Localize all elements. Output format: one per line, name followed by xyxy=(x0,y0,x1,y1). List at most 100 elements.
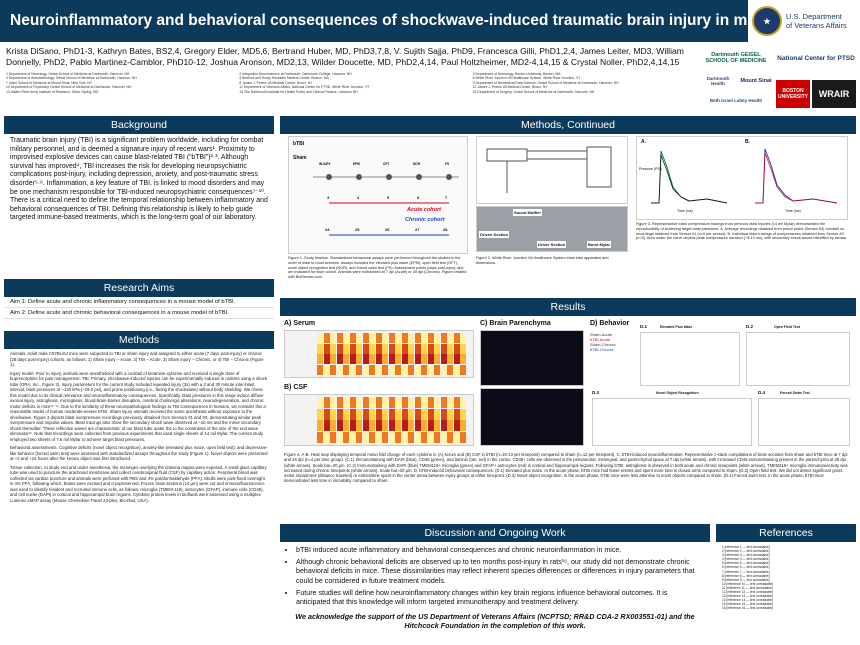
heatmap-cell xyxy=(388,420,395,431)
heatmap-cell xyxy=(323,354,330,364)
d4-label: D.4 xyxy=(758,390,766,395)
heatmap-cell xyxy=(460,420,467,431)
va-line2: of Veterans Affairs xyxy=(786,21,847,30)
heatmap-cell xyxy=(323,333,330,343)
methods-tissue: Tissue collection. At study end and unde… xyxy=(10,464,267,503)
heatmap-cell xyxy=(362,364,369,375)
heatmap-cell xyxy=(375,343,382,354)
heatmap-cell xyxy=(395,333,402,343)
heatmap-cell xyxy=(421,354,428,364)
heatmap-cell xyxy=(349,420,356,431)
d2-label: D.2 xyxy=(746,324,754,329)
acute-day: 5 xyxy=(387,195,390,200)
heatmap-cell xyxy=(427,408,434,420)
aim-1: Aim 1: Define acute and chronic inflamma… xyxy=(4,297,274,308)
heatmap-cell xyxy=(447,397,454,408)
heatmap-cell xyxy=(447,431,454,443)
methods-header: Methods xyxy=(4,331,274,349)
ptsd-logo: National Center for PTSD xyxy=(777,54,855,62)
results-panel: Results A) Serum B) CSF C) Brain Parench… xyxy=(280,298,856,516)
heatmap-cell xyxy=(434,364,441,375)
fig3-traces: A. B. Time (ms) Time (ms) Pressure (PSI) xyxy=(636,136,848,220)
heatmap-cell xyxy=(453,397,460,408)
heatmap-cell xyxy=(369,354,376,364)
heatmap-cell xyxy=(421,364,428,375)
acknowledgement: We acknowledge the support of the US Dep… xyxy=(295,612,695,631)
heatmap-cell xyxy=(434,397,441,408)
aims-panel: Research Aims Aim 1: Define acute and ch… xyxy=(4,279,274,323)
heatmap-cell xyxy=(434,354,441,364)
heatmap-cell xyxy=(447,408,454,420)
heatmap-cell xyxy=(460,408,467,420)
heatmap-cell xyxy=(369,333,376,343)
reference-item: 11 [reference 11 — text unreadable] xyxy=(722,585,773,590)
label-burst-mylar: Burst Mylar xyxy=(587,241,612,248)
methods-panel: Methods Animals. Adult male C57BL/6J mic… xyxy=(4,331,274,641)
heatmap-cell xyxy=(421,397,428,408)
heatmap-cell xyxy=(427,431,434,443)
fig3-xlabel-b: Time (ms) xyxy=(785,209,801,213)
heatmap-cell xyxy=(375,397,382,408)
heatmap-cell xyxy=(414,431,421,443)
test-label: EPM xyxy=(353,162,360,166)
results-header: Results xyxy=(280,298,856,316)
heatmap-cell xyxy=(427,354,434,364)
references-panel: References 1 [reference 1 — text unreada… xyxy=(716,524,856,641)
heatmap-cell xyxy=(317,364,324,375)
d2-title: Open Field Test xyxy=(774,325,800,329)
heatmap-cell xyxy=(362,333,369,343)
reference-item: 4 [reference 4 — text unreadable] xyxy=(722,557,770,562)
label-sound-muffler: Sound Muffler xyxy=(513,209,542,216)
fig3-panel-b: B. xyxy=(745,139,750,145)
heatmap-cell xyxy=(382,333,389,343)
blast-tube-diagram xyxy=(486,146,612,193)
heatmap-cell xyxy=(388,397,395,408)
heatmap-cell xyxy=(369,364,376,375)
heatmap-cell xyxy=(330,408,337,420)
heatmap-cell xyxy=(453,354,460,364)
heatmap-cell xyxy=(453,364,460,375)
d1-bars xyxy=(640,332,740,386)
heatmap-cell xyxy=(317,397,324,408)
heatmap-cell xyxy=(356,397,363,408)
heatmap-cell xyxy=(460,333,467,343)
heatmap-cell xyxy=(382,364,389,375)
heatmap-cell xyxy=(453,431,460,443)
heatmap-cell xyxy=(356,343,363,354)
heatmap-cell xyxy=(421,343,428,354)
fig3-trace-plot xyxy=(651,148,838,204)
heatmap-cell xyxy=(453,420,460,431)
heatmap-cell xyxy=(440,333,447,343)
discussion-point: bTBI induced acute inflammatory and beha… xyxy=(296,546,702,555)
heatmap-cell xyxy=(434,333,441,343)
chronic-day: 27 xyxy=(415,227,420,232)
d1-title: Elevated Plus Maze xyxy=(660,325,693,329)
heatmap-cell xyxy=(395,354,402,364)
heatmap-cell xyxy=(460,397,467,408)
chronic-day: 25 xyxy=(355,227,360,232)
heatmap-cell xyxy=(336,408,343,420)
heatmap-cell xyxy=(343,343,350,354)
heatmap-cell xyxy=(375,333,382,343)
aim-2: Aim 2: Define acute and chronic behavior… xyxy=(4,308,274,319)
dartmouth-logo: Dartmouth GEISEL SCHOOL OF MEDICINE xyxy=(705,52,767,64)
dartmouth-health-logo: Dartmouth Health xyxy=(706,76,730,86)
wrair-logo: WRAIR xyxy=(812,80,856,108)
heatmap-cell xyxy=(408,431,415,443)
heatmap-cell xyxy=(336,431,343,443)
d4-title: Forced Swim Test xyxy=(780,391,810,395)
chronic-day: 24 xyxy=(325,227,330,232)
background-header: Background xyxy=(4,116,274,134)
heatmap-cell xyxy=(330,420,337,431)
heatmap-cell xyxy=(375,354,382,364)
heatmap-cell xyxy=(421,420,428,431)
heatmap-cell xyxy=(336,333,343,343)
heatmap-cell xyxy=(343,408,350,420)
d4-bars xyxy=(758,398,850,446)
affiliation-item: 12 James J. Peters VA Medical Center, Br… xyxy=(472,85,548,90)
heatmap-cell xyxy=(343,333,350,343)
heatmap-cell xyxy=(362,408,369,420)
label-btbi: bTBI xyxy=(293,141,305,147)
heatmap-cell xyxy=(356,333,363,343)
heatmap-cell xyxy=(323,364,330,375)
